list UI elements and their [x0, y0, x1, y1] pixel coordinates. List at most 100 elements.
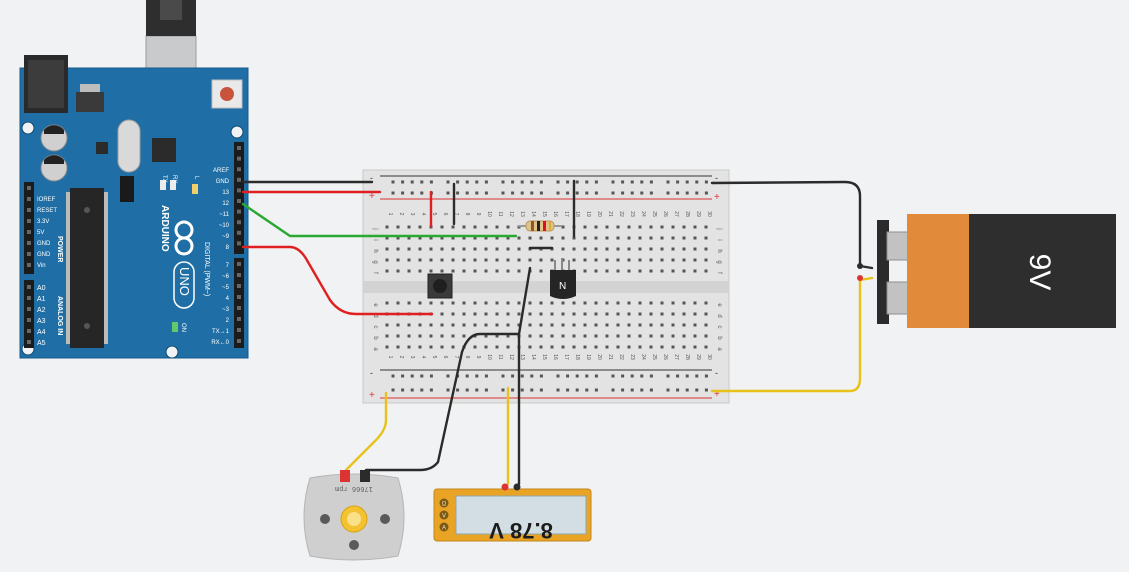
breadboard-hole[interactable] — [594, 323, 598, 327]
rail-hole[interactable] — [676, 374, 680, 378]
breadboard-hole[interactable] — [682, 323, 686, 327]
rail-hole[interactable] — [621, 180, 625, 184]
rail-hole[interactable] — [704, 374, 708, 378]
breadboard-hole[interactable] — [561, 247, 565, 251]
breadboard-hole[interactable] — [407, 236, 411, 240]
breadboard-hole[interactable] — [572, 236, 576, 240]
breadboard-hole[interactable] — [451, 236, 455, 240]
breadboard-hole[interactable] — [671, 269, 675, 273]
breadboard-hole[interactable] — [638, 269, 642, 273]
rail-hole[interactable] — [530, 191, 534, 195]
rail-hole[interactable] — [685, 180, 689, 184]
breadboard-holes[interactable] — [385, 180, 708, 392]
header-pin[interactable] — [237, 328, 241, 332]
breadboard-hole[interactable] — [660, 258, 664, 262]
rail-hole[interactable] — [685, 191, 689, 195]
breadboard-hole[interactable] — [539, 269, 543, 273]
breadboard-hole[interactable] — [704, 258, 708, 262]
wire-motor-positive[interactable] — [344, 391, 388, 482]
rail-hole[interactable] — [666, 191, 670, 195]
rail-hole[interactable] — [429, 388, 433, 392]
breadboard-hole[interactable] — [583, 345, 587, 349]
breadboard-hole[interactable] — [539, 258, 543, 262]
breadboard-hole[interactable] — [704, 323, 708, 327]
breadboard-hole[interactable] — [550, 345, 554, 349]
breadboard-hole[interactable] — [561, 345, 565, 349]
rail-hole[interactable] — [611, 180, 615, 184]
multimeter-mode-button[interactable] — [439, 522, 449, 532]
resistor[interactable] — [518, 220, 562, 232]
header-pin[interactable] — [27, 208, 31, 212]
breadboard-hole[interactable] — [495, 323, 499, 327]
rail-hole[interactable] — [640, 374, 644, 378]
rail-hole[interactable] — [391, 180, 395, 184]
rail-hole[interactable] — [501, 191, 505, 195]
wire-endpoint[interactable] — [857, 275, 863, 281]
rail-hole[interactable] — [594, 388, 598, 392]
breadboard-hole[interactable] — [462, 269, 466, 273]
rail-hole[interactable] — [530, 180, 534, 184]
breadboard-hole[interactable] — [539, 334, 543, 338]
rail-hole[interactable] — [484, 374, 488, 378]
breadboard-hole[interactable] — [385, 301, 389, 305]
breadboard-hole[interactable] — [473, 269, 477, 273]
rail-hole[interactable] — [704, 180, 708, 184]
breadboard-hole[interactable] — [407, 247, 411, 251]
rail-hole[interactable] — [465, 180, 469, 184]
rail-hole[interactable] — [420, 388, 424, 392]
wire-endpoint[interactable] — [857, 263, 863, 269]
breadboard-hole[interactable] — [550, 334, 554, 338]
rail-hole[interactable] — [594, 180, 598, 184]
breadboard-hole[interactable] — [649, 312, 653, 316]
header-pin[interactable] — [27, 318, 31, 322]
breadboard-hole[interactable] — [649, 258, 653, 262]
breadboard-hole[interactable] — [528, 258, 532, 262]
rail-hole[interactable] — [585, 191, 589, 195]
breadboard-hole[interactable] — [429, 236, 433, 240]
breadboard-hole[interactable] — [616, 323, 620, 327]
rail-hole[interactable] — [685, 388, 689, 392]
breadboard-hole[interactable] — [539, 312, 543, 316]
breadboard-hole[interactable] — [506, 323, 510, 327]
breadboard-hole[interactable] — [649, 334, 653, 338]
rail-hole[interactable] — [501, 374, 505, 378]
breadboard-hole[interactable] — [517, 269, 521, 273]
breadboard-hole[interactable] — [484, 334, 488, 338]
rail-hole[interactable] — [630, 374, 634, 378]
rail-hole[interactable] — [611, 191, 615, 195]
breadboard-hole[interactable] — [627, 225, 631, 229]
breadboard-hole[interactable] — [594, 334, 598, 338]
breadboard-hole[interactable] — [660, 247, 664, 251]
breadboard-hole[interactable] — [605, 301, 609, 305]
breadboard-hole[interactable] — [627, 236, 631, 240]
breadboard-hole[interactable] — [484, 345, 488, 349]
header-pin[interactable] — [27, 186, 31, 190]
breadboard-hole[interactable] — [418, 269, 422, 273]
breadboard-hole[interactable] — [440, 236, 444, 240]
rail-hole[interactable] — [640, 180, 644, 184]
breadboard-hole[interactable] — [429, 269, 433, 273]
rail-hole[interactable] — [666, 374, 670, 378]
breadboard-hole[interactable] — [396, 236, 400, 240]
breadboard-hole[interactable] — [605, 323, 609, 327]
breadboard-hole[interactable] — [473, 345, 477, 349]
breadboard-hole[interactable] — [429, 258, 433, 262]
header-pin[interactable] — [27, 241, 31, 245]
rail-hole[interactable] — [594, 374, 598, 378]
rail-hole[interactable] — [695, 374, 699, 378]
breadboard-hole[interactable] — [660, 312, 664, 316]
rail-hole[interactable] — [649, 180, 653, 184]
rail-hole[interactable] — [585, 388, 589, 392]
breadboard-hole[interactable] — [528, 301, 532, 305]
breadboard-hole[interactable] — [693, 258, 697, 262]
rail-hole[interactable] — [539, 191, 543, 195]
breadboard-hole[interactable] — [693, 323, 697, 327]
breadboard-hole[interactable] — [484, 225, 488, 229]
reset-button-cap[interactable] — [220, 87, 234, 101]
breadboard-hole[interactable] — [495, 258, 499, 262]
breadboard-hole[interactable] — [704, 269, 708, 273]
breadboard-hole[interactable] — [583, 236, 587, 240]
breadboard-hole[interactable] — [418, 247, 422, 251]
breadboard-hole[interactable] — [517, 258, 521, 262]
